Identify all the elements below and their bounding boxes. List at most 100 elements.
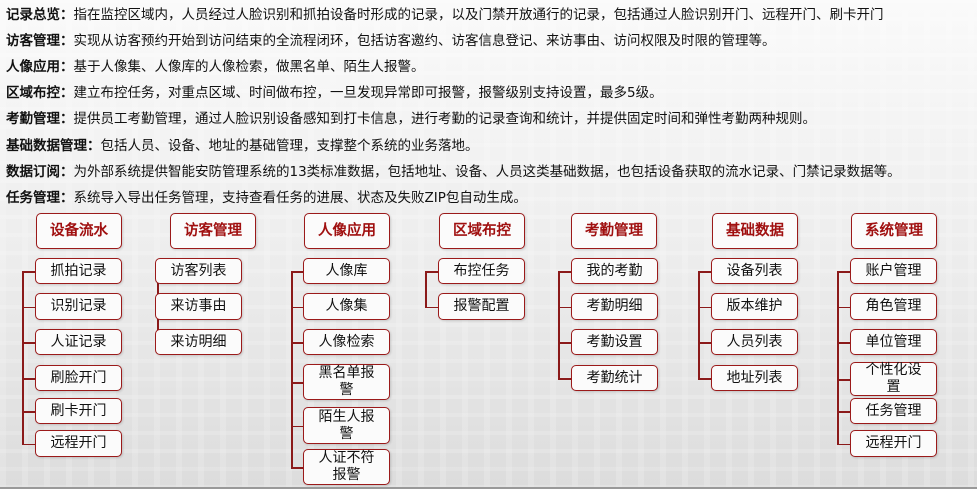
module-item[interactable]: 账户管理 <box>850 258 937 284</box>
module-item[interactable]: 考勤设置 <box>571 329 658 355</box>
description-text: 包括人员、设备、地址的基础管理，支撑整个系统的业务落地。 <box>100 137 479 154</box>
module-item-label: 陌生人报警 <box>318 408 375 442</box>
module-header[interactable]: 区域布控 <box>439 213 525 249</box>
module-item[interactable]: 抓拍记录 <box>35 258 122 284</box>
module-item-label: 人像检索 <box>318 333 375 350</box>
module-item-label: 人员列表 <box>726 333 783 350</box>
module-header[interactable]: 考勤管理 <box>571 213 657 249</box>
module-item[interactable]: 报警配置 <box>438 293 525 320</box>
module-item[interactable]: 远程开门 <box>850 430 937 457</box>
module-item-label: 人像集 <box>325 298 368 314</box>
module-item[interactable]: 黑名单报警 <box>303 364 390 400</box>
module-item-label: 设备列表 <box>726 262 783 279</box>
module-item-label: 考勤统计 <box>586 369 643 386</box>
module-item[interactable]: 地址列表 <box>711 365 798 391</box>
tree-connector-line <box>22 271 24 444</box>
description-text: 为外部系统提供智能安防管理系统的13类标准数据，包括地址、设备、人员这类基础数据… <box>73 163 901 180</box>
module-item[interactable]: 来访明细 <box>155 329 242 355</box>
module-item-label: 刷脸开门 <box>50 369 107 386</box>
description-label: 记录总览： <box>6 7 74 23</box>
tree-branch-line <box>558 378 571 380</box>
description-text: 指在监控区域内，人员经过人脸识别和抓拍设备时形成的记录，以及门禁开放通行的记录，… <box>73 7 884 23</box>
module-item[interactable]: 访客列表 <box>155 258 242 284</box>
tree-branch-line <box>837 342 850 344</box>
tree-branch-line <box>837 411 850 413</box>
module-item[interactable]: 人证记录 <box>35 329 122 355</box>
tree-branch-line <box>22 443 35 445</box>
tree-branch-line <box>837 271 850 273</box>
module-item[interactable]: 人像集 <box>303 293 390 320</box>
module-item[interactable]: 人像库 <box>303 258 390 284</box>
module-item[interactable]: 角色管理 <box>850 293 937 320</box>
module-item-label: 来访明细 <box>170 333 227 350</box>
module-item-label: 个性化设置 <box>865 362 922 395</box>
module-item-label: 人证不符报警 <box>318 450 375 483</box>
module-item-label: 账户管理 <box>865 262 922 279</box>
module-item-label: 考勤明细 <box>586 298 643 314</box>
module-item[interactable]: 识别记录 <box>35 293 122 320</box>
bottom-divider <box>0 487 977 489</box>
module-item[interactable]: 考勤统计 <box>571 365 658 391</box>
module-header[interactable]: 基础数据 <box>712 213 798 249</box>
tree-branch-line <box>698 378 711 380</box>
module-item[interactable]: 人员列表 <box>711 329 798 355</box>
module-item-label: 人证记录 <box>50 333 107 350</box>
module-item[interactable]: 单位管理 <box>850 329 937 355</box>
module-header[interactable]: 系统管理 <box>851 213 937 249</box>
tree-branch-line <box>425 306 438 308</box>
tree-branch-line <box>558 342 571 344</box>
module-item-label: 考勤设置 <box>586 333 643 350</box>
description-label: 任务管理： <box>6 189 74 206</box>
module-item-label: 我的考勤 <box>586 262 643 279</box>
module-item-label: 人像库 <box>325 262 368 279</box>
module-header[interactable]: 设备流水 <box>36 213 122 249</box>
description-label: 区域布控： <box>6 85 74 102</box>
tree-branch-line <box>22 378 35 380</box>
module-item-label: 来访事由 <box>170 298 227 314</box>
description-line: 考勤管理：提供员工考勤管理，通过人脸识别设备感知到打卡信息，进行考勤的记录查询和… <box>6 106 816 132</box>
description-label: 人像应用： <box>6 59 74 76</box>
description-text: 实现从访客预约开始到访问结束的全流程闭环，包括访客邀约、访客信息登记、来访事由、… <box>73 33 776 50</box>
module-item[interactable]: 布控任务 <box>438 258 525 284</box>
module-header[interactable]: 访客管理 <box>170 213 256 249</box>
module-item[interactable]: 我的考勤 <box>571 258 658 284</box>
description-label: 基础数据管理： <box>6 137 101 154</box>
tree-connector-line <box>837 271 839 444</box>
module-item[interactable]: 设备列表 <box>711 258 798 284</box>
tree-branch-line <box>558 306 571 308</box>
description-line: 任务管理：系统导入导出任务管理，支持查看任务的进展、状态及失败ZIP包自动生成。 <box>6 185 527 211</box>
module-item-label: 单位管理 <box>865 333 922 350</box>
module-item[interactable]: 远程开门 <box>35 430 122 457</box>
module-item[interactable]: 任务管理 <box>850 398 937 424</box>
module-item[interactable]: 来访事由 <box>155 293 242 320</box>
description-text: 提供员工考勤管理，通过人脸识别设备感知到打卡信息，进行考勤的记录查询和统计，并提… <box>73 111 817 128</box>
module-item[interactable]: 个性化设置 <box>850 362 937 396</box>
tree-branch-line <box>837 443 850 445</box>
description-line: 区域布控：建立布控任务，对重点区域、时间做布控，一旦发现异常即可报警，报警级别支… <box>6 80 663 106</box>
tree-connector-line <box>698 271 700 378</box>
module-item[interactable]: 人证不符报警 <box>303 449 390 485</box>
description-line: 人像应用：基于人像集、人像库的人像检索，做黑名单、陌生人报警。 <box>6 54 425 80</box>
description-label: 访客管理： <box>6 33 74 50</box>
tree-branch-line <box>291 467 303 469</box>
tree-branch-line <box>837 379 850 381</box>
description-text: 基于人像集、人像库的人像检索，做黑名单、陌生人报警。 <box>73 59 425 76</box>
description-line: 数据订阅：为外部系统提供智能安防管理系统的13类标准数据，包括地址、设备、人员这… <box>6 159 901 185</box>
module-item[interactable]: 人像检索 <box>303 329 390 355</box>
tree-branch-line <box>291 271 303 273</box>
tree-branch-line <box>837 306 850 308</box>
tree-connector-line <box>558 271 560 378</box>
module-header[interactable]: 人像应用 <box>304 213 390 249</box>
module-item[interactable]: 陌生人报警 <box>303 407 390 444</box>
tree-branch-line <box>698 342 711 344</box>
description-line: 访客管理：实现从访客预约开始到访问结束的全流程闭环，包括访客邀约、访客信息登记、… <box>6 28 776 54</box>
module-item-label: 远程开门 <box>865 435 922 451</box>
module-item[interactable]: 考勤明细 <box>571 293 658 320</box>
module-item[interactable]: 版本维护 <box>711 293 798 320</box>
module-item[interactable]: 刷脸开门 <box>35 365 122 391</box>
tree-branch-line <box>22 306 35 308</box>
tree-branch-line <box>425 271 438 273</box>
tree-branch-line <box>558 271 571 273</box>
description-line: 记录总览：指在监控区域内，人员经过人脸识别和抓拍设备时形成的记录，以及门禁开放通… <box>6 2 884 28</box>
module-item[interactable]: 刷卡开门 <box>35 398 122 424</box>
